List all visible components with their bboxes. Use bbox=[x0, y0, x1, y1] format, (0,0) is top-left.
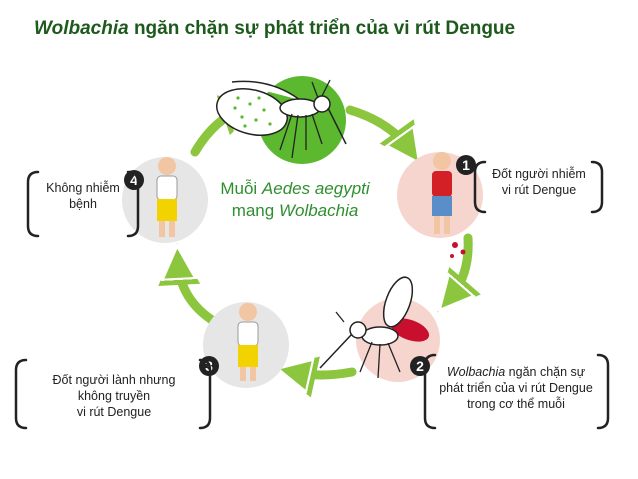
species-name: Aedes aegypti bbox=[261, 179, 370, 198]
step4-line2: bệnh bbox=[69, 197, 97, 211]
step2-bracket-left bbox=[423, 353, 437, 430]
step2-first-rest: ngăn chặn sự bbox=[505, 365, 586, 379]
step4-number: 4 bbox=[130, 172, 138, 188]
center-line2-prefix: mang bbox=[231, 201, 279, 220]
step2-line2: phát triển của vi rút Dengue bbox=[439, 381, 593, 395]
caption-brackets bbox=[14, 160, 610, 430]
step3-bracket-right bbox=[198, 358, 212, 430]
step1-number: 1 bbox=[462, 157, 470, 173]
center-label: Muỗi Aedes aegypti mang Wolbachia bbox=[205, 178, 385, 222]
step4-caption: Không nhiễm bệnh bbox=[34, 180, 132, 212]
step1-bracket-right bbox=[590, 160, 604, 214]
blood-drops bbox=[450, 242, 466, 258]
wolbachia-mosquito bbox=[216, 76, 347, 164]
step2-caption: Wolbachia ngăn chặn sự phát triển của vi… bbox=[428, 364, 604, 412]
step2-line1: Wolbachia ngăn chặn sự bbox=[428, 364, 604, 380]
step1-line2: vi rút Dengue bbox=[501, 183, 577, 197]
center-label-line2: mang Wolbachia bbox=[205, 200, 385, 222]
step4-bracket-right bbox=[126, 170, 140, 238]
step4-person bbox=[122, 157, 208, 243]
cycle-arrows bbox=[178, 108, 468, 375]
step2-line3: trong cơ thể muỗi bbox=[467, 397, 565, 411]
step2-bracket-right bbox=[596, 353, 610, 430]
step1-caption: Đốt người nhiễm vi rút Dengue bbox=[480, 166, 598, 198]
step1-bracket-left bbox=[473, 160, 487, 214]
step2-number: 2 bbox=[416, 358, 424, 374]
step2-italic: Wolbachia bbox=[446, 365, 506, 379]
center-line1-prefix: Muỗi bbox=[220, 179, 262, 198]
step4-line1: Không nhiễm bbox=[46, 181, 120, 195]
step3-caption: Đốt người lành nhưng không truyền vi rút… bbox=[24, 372, 204, 420]
step3-line3: vi rút Dengue bbox=[76, 405, 152, 419]
step1-badge: 1 bbox=[456, 155, 476, 175]
bacteria-name: Wolbachia bbox=[278, 201, 359, 220]
step4-bracket-left bbox=[26, 170, 40, 238]
diagram-title: Wolbachia ngăn chặn sự phát triển của vi… bbox=[34, 18, 515, 40]
step1-line1: Đốt người nhiễm bbox=[492, 167, 586, 181]
center-label-line1: Muỗi Aedes aegypti bbox=[205, 178, 385, 200]
title-rest: ngăn chặn sự phát triển của vi rút Dengu… bbox=[128, 18, 516, 39]
step3-line1: Đốt người lành nhưng bbox=[52, 373, 176, 387]
step2-mosquito bbox=[319, 276, 440, 382]
step3-bracket-left bbox=[14, 358, 28, 430]
title-italic: Wolbachia bbox=[34, 18, 129, 39]
step3-line2: không truyền bbox=[77, 389, 151, 403]
step3-person bbox=[203, 302, 289, 388]
